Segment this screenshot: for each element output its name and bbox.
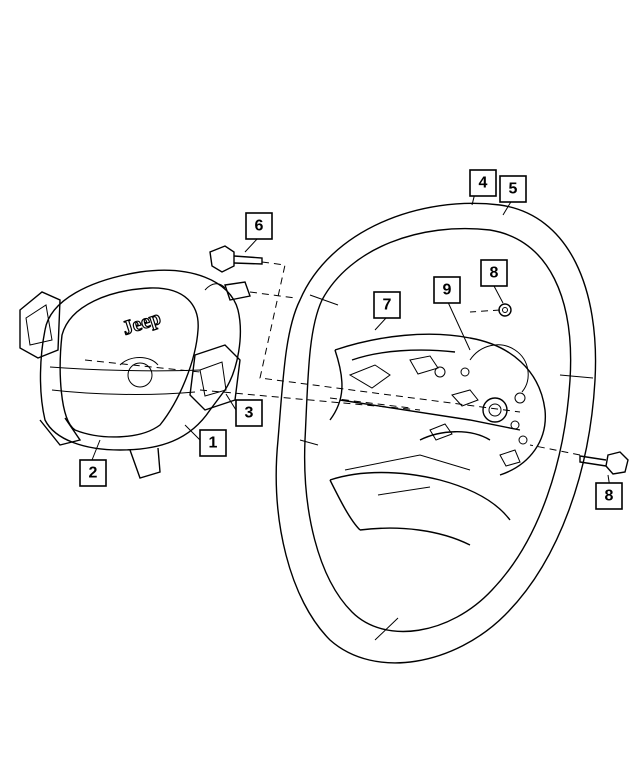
callout-2-label: 2 [89,465,98,482]
callout-8-top-label: 8 [490,265,499,282]
callout-8-top: 8 [480,259,508,287]
callout-5: 5 [499,175,527,203]
bolt-6 [209,245,263,273]
callout-9: 9 [433,276,461,304]
callout-3-label: 3 [245,405,254,422]
callout-7: 7 [373,291,401,319]
callout-4: 4 [469,169,497,197]
logo-text: Jeep [120,307,164,340]
callout-1: 1 [199,429,227,457]
callout-6: 6 [245,212,273,240]
callout-4-label: 4 [479,175,488,192]
callout-6-label: 6 [255,218,264,235]
callout-5-label: 5 [509,181,518,198]
callout-7-label: 7 [383,297,392,314]
steering-wheel [275,202,597,664]
leader-lines [84,192,611,489]
callout-2: 2 [79,459,107,487]
callout-9-label: 9 [443,282,452,299]
screw-8-top [498,303,512,317]
callout-3: 3 [235,399,263,427]
callout-1-label: 1 [209,435,218,452]
airbag-connector [204,281,251,301]
callout-8-bottom-label: 8 [605,488,614,505]
jeep-logo: Jeep [119,306,164,340]
callout-8-bottom: 8 [595,482,623,510]
bolt-8-bottom [579,451,629,475]
